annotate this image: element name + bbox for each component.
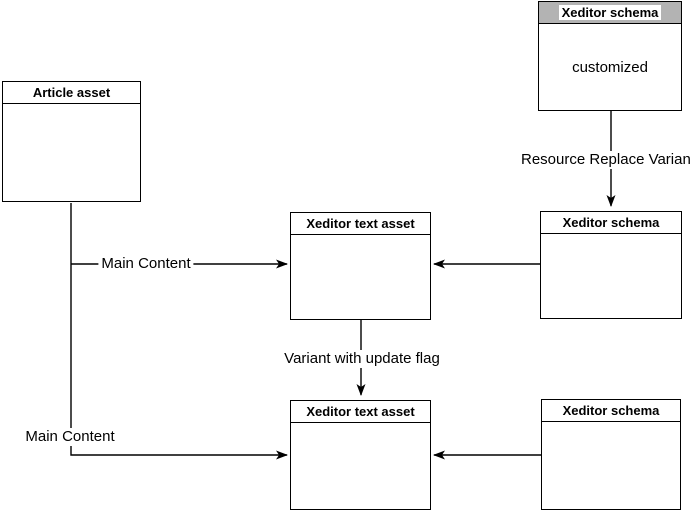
node-bottom-xeditor-schema[interactable]: Xeditor schema xyxy=(541,399,681,510)
edge-label-resource-replace-variant[interactable]: Resource Replace Variant xyxy=(518,151,691,169)
node-title: Xeditor text asset xyxy=(291,401,430,423)
node-article-asset[interactable]: Article asset xyxy=(2,81,141,202)
node-title-text: Xeditor schema xyxy=(558,5,662,20)
node-body xyxy=(291,235,430,319)
node-body xyxy=(291,423,430,509)
node-title: Xeditor schema xyxy=(539,2,681,24)
node-title: Xeditor schema xyxy=(542,400,680,422)
node-title: Xeditor schema xyxy=(541,212,681,234)
edge-article-to-bottom-text-asset[interactable] xyxy=(70,203,288,460)
node-body: customized xyxy=(572,58,648,76)
node-mid-xeditor-schema[interactable]: Xeditor schema xyxy=(540,211,682,319)
node-body xyxy=(3,104,140,201)
node-body xyxy=(541,234,681,318)
node-body xyxy=(542,422,680,509)
node-mid-xeditor-text-asset[interactable]: Xeditor text asset xyxy=(290,212,431,320)
edge-label-variant-with-update-flag[interactable]: Variant with update flag xyxy=(281,350,443,368)
node-bottom-xeditor-text-asset[interactable]: Xeditor text asset xyxy=(290,400,431,510)
node-title: Article asset xyxy=(3,82,140,104)
edge-label-main-content-mid[interactable]: Main Content xyxy=(98,255,194,273)
node-title: Xeditor text asset xyxy=(291,213,430,235)
edge-label-main-content-bottom[interactable]: Main Content xyxy=(22,428,118,446)
node-custom-xeditor-schema[interactable]: Xeditor schema customized xyxy=(538,1,682,111)
